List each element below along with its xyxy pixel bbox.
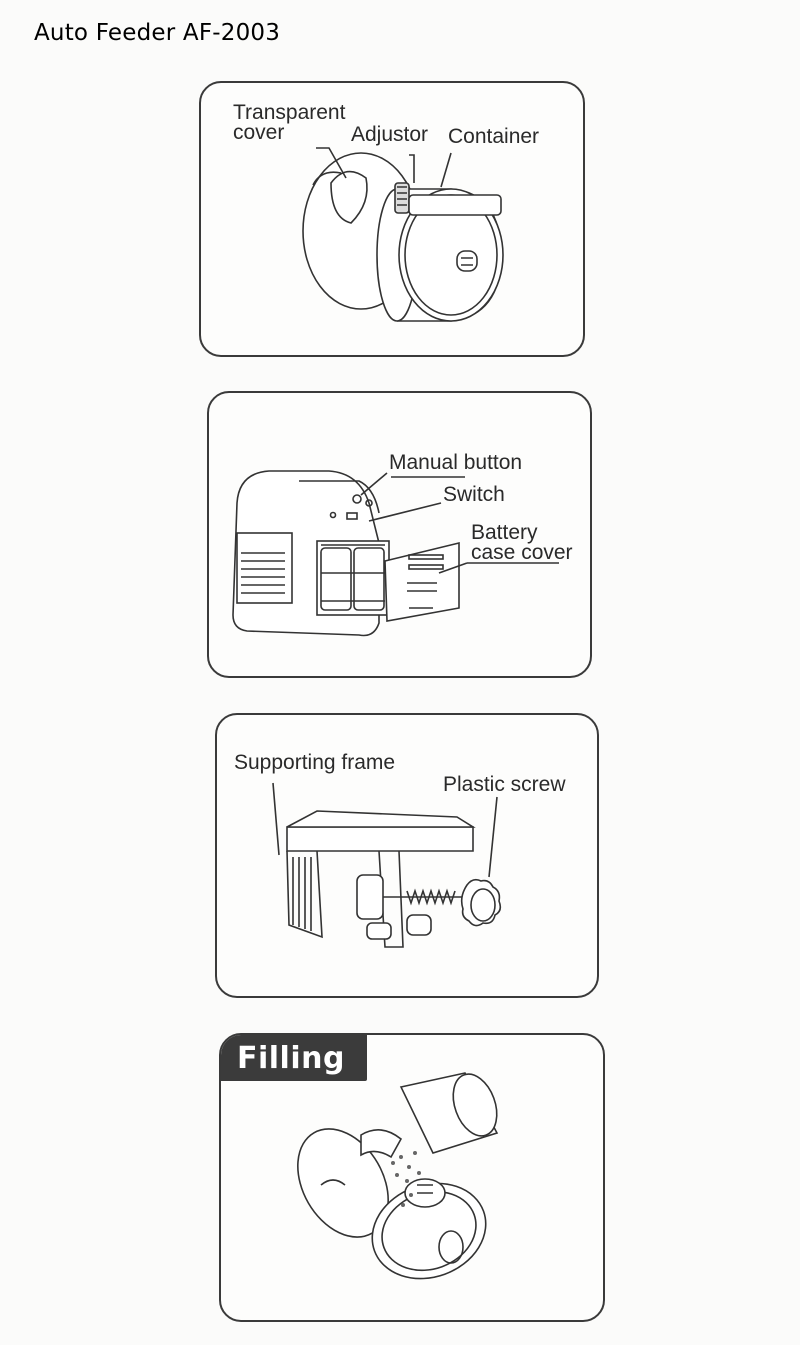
battery-compartment-illustration bbox=[232, 470, 559, 637]
panel-filling: Filling bbox=[219, 1033, 605, 1322]
label-supporting-frame: Supporting frame bbox=[234, 751, 396, 774]
label-battery-case-cover: Battery case cover bbox=[471, 521, 573, 564]
label-switch: Switch bbox=[443, 483, 505, 506]
feeder-overview-illustration bbox=[302, 147, 504, 322]
label-plastic-screw: Plastic screw bbox=[443, 773, 566, 796]
page-title: Auto Feeder AF-2003 bbox=[34, 20, 281, 46]
filling-tab-label: Filling bbox=[237, 1041, 345, 1076]
supporting-frame-illustration bbox=[272, 782, 502, 948]
panel-supporting-frame: Supporting frame Plastic screw bbox=[215, 713, 599, 998]
panel-battery-compartment: Manual button Switch Battery case cover bbox=[207, 391, 592, 678]
label-manual-button: Manual button bbox=[389, 451, 523, 474]
label-transparent-cover: Transparent cover bbox=[233, 101, 346, 144]
filling-tab: Filling bbox=[221, 1035, 367, 1081]
label-container: Container bbox=[448, 125, 540, 148]
label-adjustor: Adjustor bbox=[351, 123, 429, 146]
panel-feeder-overview: Transparent cover Adjustor Container bbox=[199, 81, 585, 357]
filling-illustration bbox=[297, 1072, 499, 1280]
